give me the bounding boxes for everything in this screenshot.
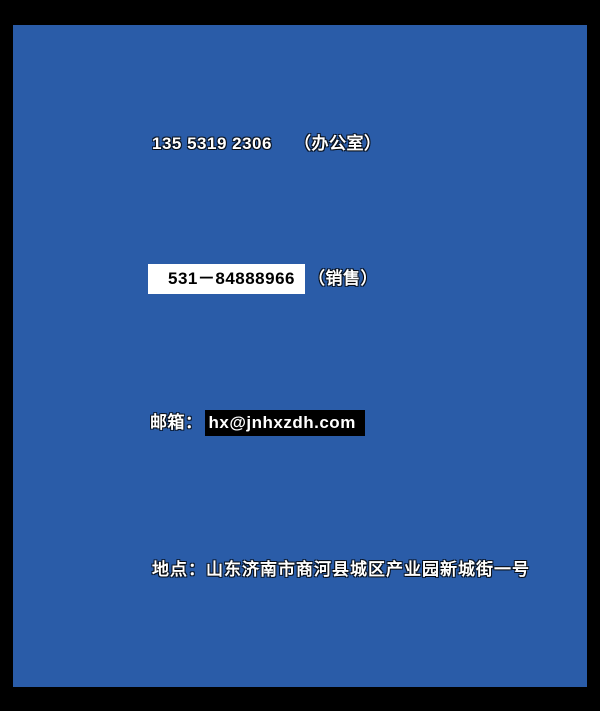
sales-phone-number-highlighted: 531－84888966 <box>148 264 306 295</box>
address-text: 地点：山东济南市商河县城区产业园新城街一号 <box>152 560 530 579</box>
office-phone-line: 135 5319 2306 （办公室） <box>152 133 381 155</box>
address-line: 地点：山东济南市商河县城区产业园新城街一号 <box>152 559 530 581</box>
sales-phone-label: （销售） <box>308 269 379 288</box>
blue-background-panel <box>13 25 587 687</box>
office-phone-number: 135 5319 2306 <box>152 134 272 153</box>
email-line: 邮箱：hx@jnhxzdh.com <box>150 410 365 437</box>
email-prefix-label: 邮箱： <box>150 413 203 432</box>
email-address-highlighted: hx@jnhxzdh.com <box>204 410 365 437</box>
office-phone-label: （办公室） <box>293 134 382 153</box>
sales-phone-line: 531－84888966（销售） <box>148 264 379 295</box>
